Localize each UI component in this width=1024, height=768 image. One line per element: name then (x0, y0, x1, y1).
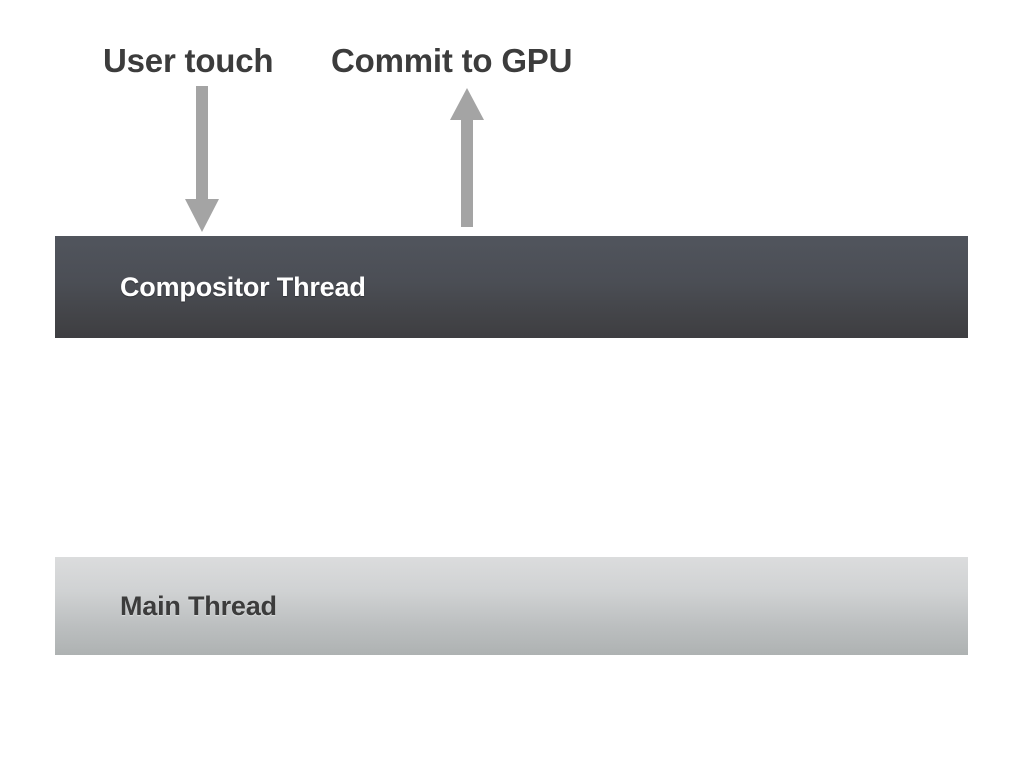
thread-bar-label-compositor-thread: Compositor Thread (120, 271, 366, 302)
thread-bar-label-main-thread: Main Thread (120, 590, 277, 621)
arrow-up-icon (450, 88, 484, 227)
thread-bar-compositor-thread: Compositor Thread (55, 236, 968, 338)
thread-bar-main-thread: Main Thread (55, 557, 968, 655)
annotation-label-user-touch: User touch (103, 42, 274, 79)
arrow-down-icon (185, 86, 219, 232)
annotation-label-commit-to-gpu: Commit to GPU (331, 42, 573, 79)
